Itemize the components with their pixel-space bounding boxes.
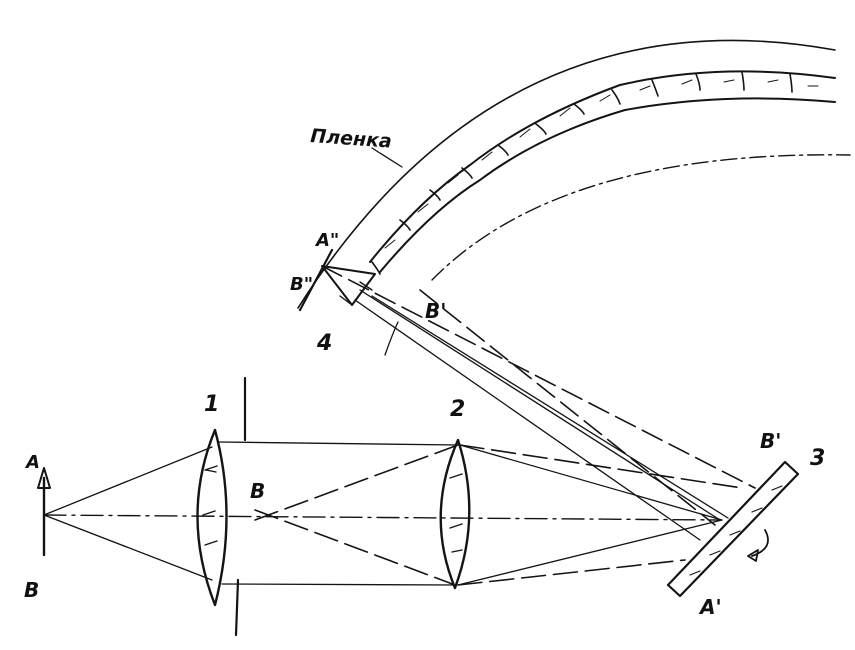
film-strip (369, 70, 836, 275)
label-object-top: A (24, 452, 40, 473)
lens-2 (439, 438, 471, 590)
film-leader-line (371, 147, 403, 168)
label-image-B: B (250, 479, 265, 503)
rays-lens2-mirror (457, 444, 743, 586)
label-prism-4: 4 (316, 331, 332, 356)
rays-lens1-lens2 (217, 441, 459, 586)
object-arrow (37, 467, 51, 557)
lens-1 (196, 428, 228, 607)
label-B-prime-upper: B' (425, 299, 446, 323)
prism-4 (298, 248, 376, 312)
label-B-prime-mirror: B' (760, 429, 781, 453)
mirror-3 (666, 460, 800, 598)
label-mirror-3: 3 (810, 446, 825, 471)
rays-object-lens1 (43, 446, 213, 581)
label-object-bottom: B (24, 578, 39, 602)
label-A-double: A" (314, 230, 339, 251)
film-arc-outer (297, 39, 836, 309)
label-film: Пленка (310, 125, 393, 153)
label-B-double: B" (290, 274, 313, 295)
scale-arc (431, 154, 851, 281)
beam-to-mirror (321, 265, 756, 541)
label-lens-1: 1 (204, 392, 219, 417)
optical-axis (43, 514, 721, 521)
label-A-prime: A' (698, 595, 722, 619)
label-lens-2: 2 (450, 397, 465, 422)
aperture-stop-bottom (234, 578, 240, 637)
